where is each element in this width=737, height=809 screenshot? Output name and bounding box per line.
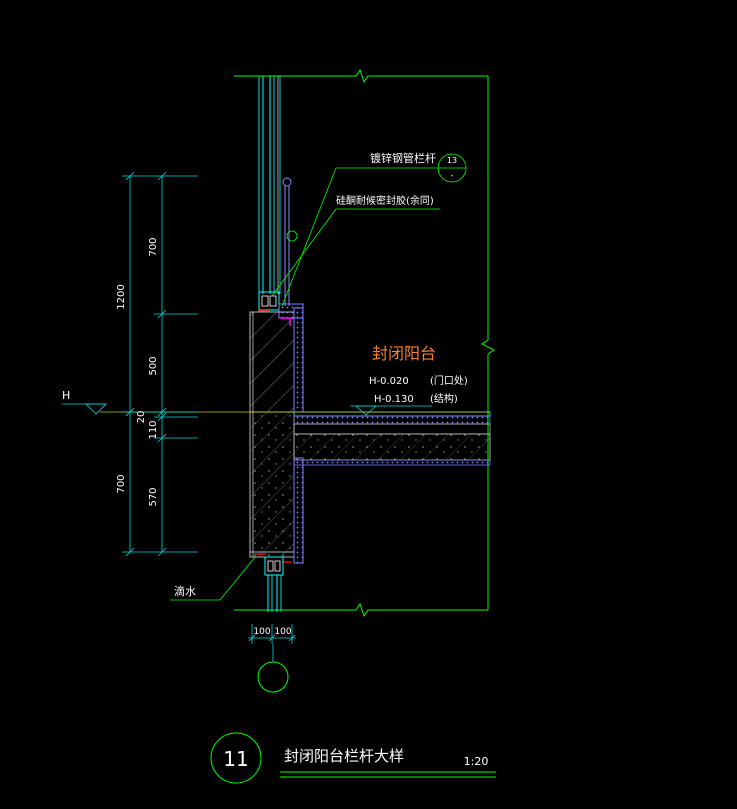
detail-scale: 1:20 [464,755,489,768]
detail-title: 封闭阳台栏杆大样 [284,747,404,765]
floor-slab [293,411,491,466]
dim-inner-500: 500 [148,356,159,375]
wall-bottom-detail [250,551,294,612]
level-1-note: (门口处) [430,374,468,387]
dim-outer-1200: 1200 [116,284,127,309]
dim-inner-110: 110 [148,420,159,439]
dim-inner-700: 700 [148,237,159,256]
level-2-note: (结构) [430,392,458,405]
level-h-label: H [62,389,70,402]
title-underline [280,771,496,778]
rail-ref-top: 13 [447,156,457,165]
rail-callout-dot [286,230,298,242]
dim-horizontal-right: 100 [274,627,291,637]
drip-label: 滴水 [174,584,196,598]
rail-callout-label: 镀锌钢管栏杆 [370,151,436,165]
axis-bubble [257,661,289,693]
dim-inner-20: 20 [136,411,147,424]
rail-ref-bottom: - [451,171,454,180]
room-name: 封闭阳台 [372,344,436,363]
floor-level-symbol [350,405,432,416]
sealant-callout-label: 硅酮耐候密封胶(余同) [336,194,434,207]
break-line-outline [234,68,495,618]
dim-inner-570: 570 [148,487,159,506]
detail-number-circle [210,732,262,784]
drip-callout [170,555,257,601]
detail-number: 11 [223,747,248,771]
level-2-value: H-0.130 [374,394,414,405]
window-frame-upper [258,76,281,311]
level-h-symbol: H [62,389,107,415]
steel-railing [282,177,292,306]
dim-outer-700: 700 [116,474,127,493]
level-1-value: H-0.020 [369,376,409,387]
vertical-dimensions [122,171,198,557]
vertical-dimension-labels: 1200 700 700 500 20 110 570 [116,237,159,506]
rail-callout [271,153,467,307]
horizontal-dimensions [248,624,296,662]
concrete-wall [249,311,295,558]
dim-horizontal-left: 100 [253,627,270,637]
